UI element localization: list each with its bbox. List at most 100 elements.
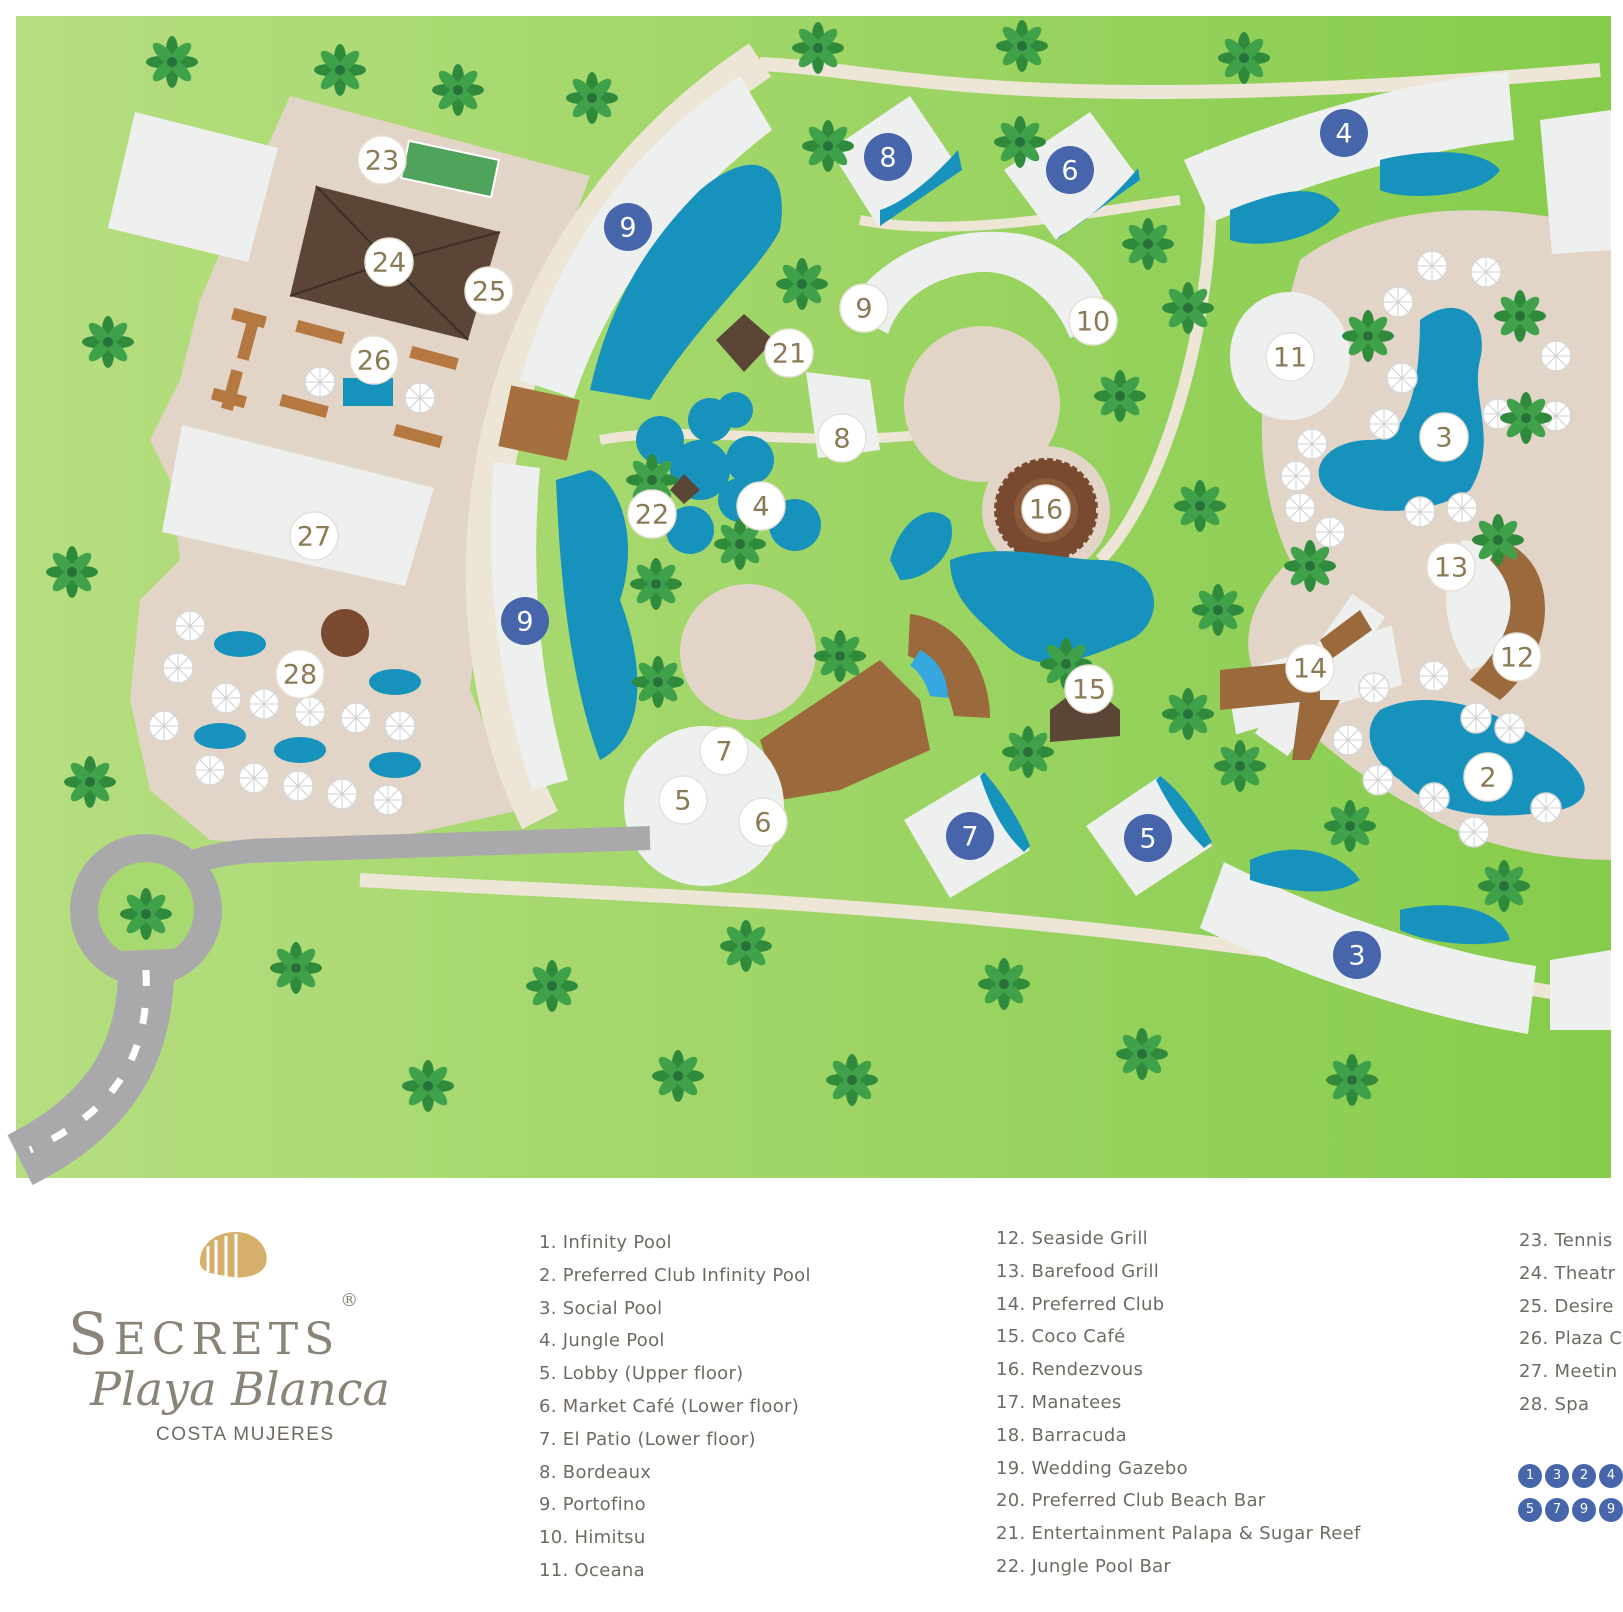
location-marker-21[interactable]: 21 [764,328,814,378]
legend-item: 6. Market Café (Lower floor) [539,1395,800,1417]
umbrella-icon [372,784,404,816]
umbrella-icon [1470,256,1502,288]
building-marker-9[interactable]: 9 [604,203,652,251]
building-marker-4[interactable]: 4 [1320,109,1368,157]
umbrella-icon [1358,672,1390,704]
marker-label: 23 [365,146,399,177]
building-meeting [162,425,434,586]
legend-item: 26. Plaza C [1519,1328,1623,1350]
pool-crescent-north [590,164,782,400]
marker-label: 25 [472,277,506,308]
logo-brand-rest: ECRETS [113,1314,341,1365]
umbrella-icon [1296,428,1328,460]
marker-label: 6 [754,808,771,839]
umbrella-icon [162,652,194,684]
location-marker-27[interactable]: 27 [289,511,339,561]
location-marker-14[interactable]: 14 [1285,643,1335,693]
spa-palapa [321,609,369,657]
umbrella-icon [304,366,336,398]
legend-area: SECRETS® Playa Blanca COSTA MUJERES 1. I… [0,1178,1623,1612]
location-marker-28[interactable]: 28 [275,649,325,699]
legend-item: 7. El Patio (Lower floor) [539,1428,756,1450]
legend-item: 21. Entertainment Palapa & Sugar Reef [996,1523,1361,1545]
legend-item: 23. Tennis [1519,1230,1613,1251]
umbrella-icon [1280,460,1312,492]
building-key-dot: 1 [1518,1464,1542,1488]
south-plaza [680,584,816,720]
location-marker-6[interactable]: 6 [738,797,788,847]
legend-item: 19. Wedding Gazebo [996,1457,1188,1479]
plaza-benches [211,307,459,449]
umbrella-icon [1284,492,1316,524]
marker-label: 4 [752,492,769,523]
location-marker-25[interactable]: 25 [464,266,514,316]
location-marker-13[interactable]: 13 [1426,542,1476,592]
location-marker-4[interactable]: 4 [736,481,786,531]
location-marker-10[interactable]: 10 [1068,296,1118,346]
building-key-dot: 4 [1599,1464,1623,1488]
umbrella-icon [1416,250,1448,282]
location-marker-5[interactable]: 5 [658,775,708,825]
location-marker-16[interactable]: 16 [1021,484,1071,534]
location-marker-8[interactable]: 8 [817,413,867,463]
location-marker-24[interactable]: 24 [364,237,414,287]
umbrella-icon [1382,286,1414,318]
location-marker-9[interactable]: 9 [839,283,889,333]
building-marker-7[interactable]: 7 [946,812,994,860]
marker-label: 5 [1139,824,1156,855]
umbrella-icon [1362,764,1394,796]
building-marker-9[interactable]: 9 [501,597,549,645]
palapa-21 [716,314,774,372]
legend-item: 20. Preferred Club Beach Bar [996,1490,1266,1512]
marker-label: 3 [1348,941,1365,972]
umbrella-icon [1530,792,1562,824]
marker-label: 15 [1072,675,1106,706]
building-himitsu [846,231,1112,338]
location-marker-12[interactable]: 12 [1492,632,1542,682]
secrets-logo: SECRETS® Playa Blanca COSTA MUJERES [64,1226,444,1445]
building-marker-8[interactable]: 8 [864,133,912,181]
building-marker-6[interactable]: 6 [1046,146,1094,194]
marker-label: 8 [833,424,850,455]
building-marker-5[interactable]: 5 [1124,814,1172,862]
building-key-dot: 3 [1545,1464,1569,1488]
logo-brand-first: S [68,1300,114,1368]
marker-label: 26 [357,346,391,377]
patio-terrace [760,660,930,800]
umbrella-icon [1368,408,1400,440]
location-marker-26[interactable]: 26 [349,335,399,385]
umbrella-icon [194,754,226,786]
marker-label: 6 [1061,156,1078,187]
legend-item: 5. Lobby (Upper floor) [539,1363,744,1385]
umbrella-icon [1446,492,1478,524]
marker-label: 5 [674,786,691,817]
location-marker-2[interactable]: 2 [1463,752,1513,802]
location-marker-15[interactable]: 15 [1064,664,1114,714]
marker-label: 14 [1293,654,1327,685]
location-marker-7[interactable]: 7 [699,726,749,776]
umbrella-icon [294,696,326,728]
umbrella-icon [1418,660,1450,692]
umbrella-icon [384,710,416,742]
umbrella-icon [1386,362,1418,394]
marker-label: 7 [715,737,732,768]
logo-sub: Playa Blanca [90,1362,390,1416]
location-marker-22[interactable]: 22 [627,489,677,539]
markers-white: 23 24 25 26 27 28 9 10 21 8 4 22 16 11 3 13 14 12 15 75 6 2 [275,135,1542,847]
location-marker-3[interactable]: 3 [1419,412,1469,462]
legend-item: 1. Infinity Pool [539,1232,672,1253]
building-marker-3[interactable]: 3 [1333,931,1381,979]
building-key-dot: 5 [1518,1498,1542,1522]
marker-label: 2 [1479,763,1496,794]
central-plaza [904,326,1060,482]
legend-item: 24. Theatr [1519,1262,1616,1284]
pool-crescent-south [556,470,638,760]
umbrella-icon [1460,702,1492,734]
location-marker-23[interactable]: 23 [357,135,407,185]
location-marker-11[interactable]: 11 [1265,332,1315,382]
legend-item: 3. Social Pool [539,1297,663,1319]
